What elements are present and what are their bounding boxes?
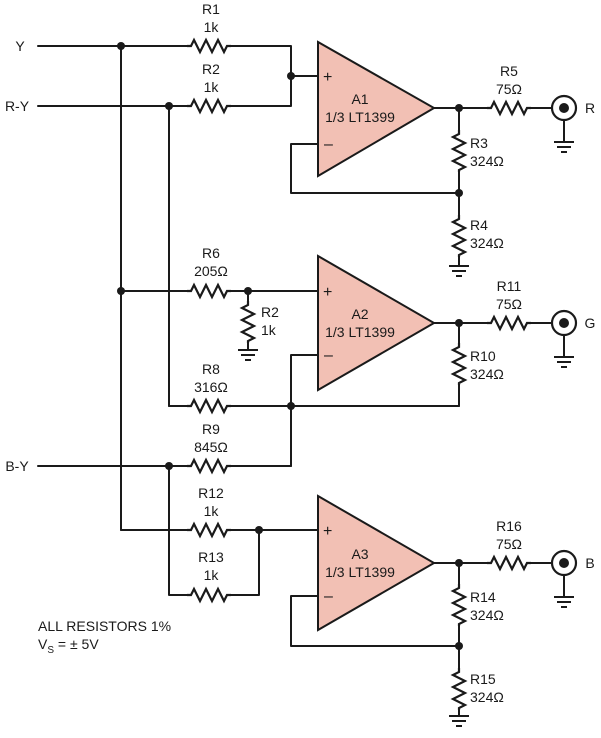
resistor-r4-symbol: [450, 215, 468, 257]
a2-plus-pin: +: [323, 284, 332, 301]
resistor-r15-symbol: [450, 668, 468, 710]
r12-ref: R12: [198, 485, 224, 501]
r3-value: 324Ω: [470, 153, 504, 169]
resistor-r9-symbol: [187, 457, 231, 475]
ground-icon: [449, 265, 469, 277]
r6-value: 205Ω: [194, 263, 228, 279]
resistor-r2b-symbol: [239, 301, 257, 343]
r2-ref: R2: [202, 61, 220, 77]
bnc-connector-b: [550, 549, 578, 608]
resistor-r3-symbol: [450, 130, 468, 172]
r13-value: 1k: [204, 567, 220, 583]
resistor-r11-symbol: [487, 314, 531, 332]
amplifier-a1: + – A1 1/3 LT1399: [317, 40, 436, 178]
junction-dots: [117, 42, 463, 650]
a1-name: A1: [351, 91, 368, 107]
r3-ref: R3: [470, 135, 488, 151]
resistor-r2-symbol: [187, 97, 231, 115]
r2b-value: 1k: [261, 322, 277, 338]
resistor-r14-symbol: [450, 584, 468, 626]
r15-ref: R15: [470, 671, 496, 687]
a3-plus-pin: +: [323, 523, 332, 540]
resistor-r13-symbol: [187, 586, 231, 604]
r12-value: 1k: [204, 503, 220, 519]
a2-name: A2: [351, 306, 368, 322]
r10-ref: R10: [470, 348, 496, 364]
notes: ALL RESISTORS 1% VS = ± 5V: [38, 618, 171, 656]
bnc-connector-r: [550, 94, 578, 153]
amplifier-a2: + – A2 1/3 LT1399: [317, 254, 436, 392]
ground-symbols: [238, 265, 469, 727]
note-resistor-tolerance: ALL RESISTORS 1%: [38, 618, 171, 634]
resistor-r6-symbol: [187, 282, 231, 300]
r1-value: 1k: [204, 19, 220, 35]
input-label-b-y: B-Y: [5, 458, 29, 474]
r2b-ref: R2: [261, 304, 279, 320]
resistor-r1-symbol: [187, 37, 231, 55]
ground-icon: [449, 715, 469, 727]
resistor-labels: R1 1k R2 1k R5 75Ω R3 324Ω R4 324Ω R6 20…: [194, 1, 522, 705]
r4-value: 324Ω: [470, 235, 504, 251]
r8-ref: R8: [202, 361, 220, 377]
a3-part: 1/3 LT1399: [325, 564, 395, 580]
amplifier-a3: + – A3 1/3 LT1399: [317, 494, 436, 632]
a1-plus-pin: +: [323, 69, 332, 86]
r8-value: 316Ω: [194, 379, 228, 395]
output-label-b: B: [585, 555, 594, 571]
wires: [37, 45, 553, 717]
output-label-r: R: [585, 100, 595, 116]
r1-ref: R1: [202, 1, 220, 17]
resistor-r16-symbol: [487, 554, 531, 572]
input-label-y: Y: [15, 38, 25, 54]
r5-value: 75Ω: [496, 81, 522, 97]
r16-value: 75Ω: [496, 536, 522, 552]
resistor-r10-symbol: [450, 343, 468, 385]
a1-part: 1/3 LT1399: [325, 109, 395, 125]
resistor-r12-symbol: [187, 521, 231, 539]
bnc-connector-g: [550, 309, 578, 368]
r6-ref: R6: [202, 245, 220, 261]
output-label-g: G: [585, 315, 596, 331]
resistor-r8-symbol: [187, 397, 231, 415]
r9-value: 845Ω: [194, 439, 228, 455]
r16-ref: R16: [496, 518, 522, 534]
r9-ref: R9: [202, 421, 220, 437]
input-label-r-y: R-Y: [5, 98, 30, 114]
a1-minus-pin: –: [324, 136, 333, 153]
r5-ref: R5: [500, 63, 518, 79]
r14-ref: R14: [470, 589, 496, 605]
ground-icon: [238, 349, 258, 361]
r15-value: 324Ω: [470, 689, 504, 705]
a3-name: A3: [351, 546, 368, 562]
a2-minus-pin: –: [324, 347, 333, 364]
r11-value: 75Ω: [496, 296, 522, 312]
r10-value: 324Ω: [470, 366, 504, 382]
note-supply-voltage: VS = ± 5V: [38, 636, 99, 656]
a3-minus-pin: –: [324, 588, 333, 605]
r11-ref: R11: [497, 278, 522, 294]
r4-ref: R4: [470, 217, 488, 233]
resistor-r5-symbol: [487, 99, 531, 117]
a2-part: 1/3 LT1399: [325, 324, 395, 340]
resistor-symbols: [187, 37, 531, 710]
r2-value: 1k: [204, 79, 220, 95]
r14-value: 324Ω: [470, 607, 504, 623]
r13-ref: R13: [198, 549, 224, 565]
